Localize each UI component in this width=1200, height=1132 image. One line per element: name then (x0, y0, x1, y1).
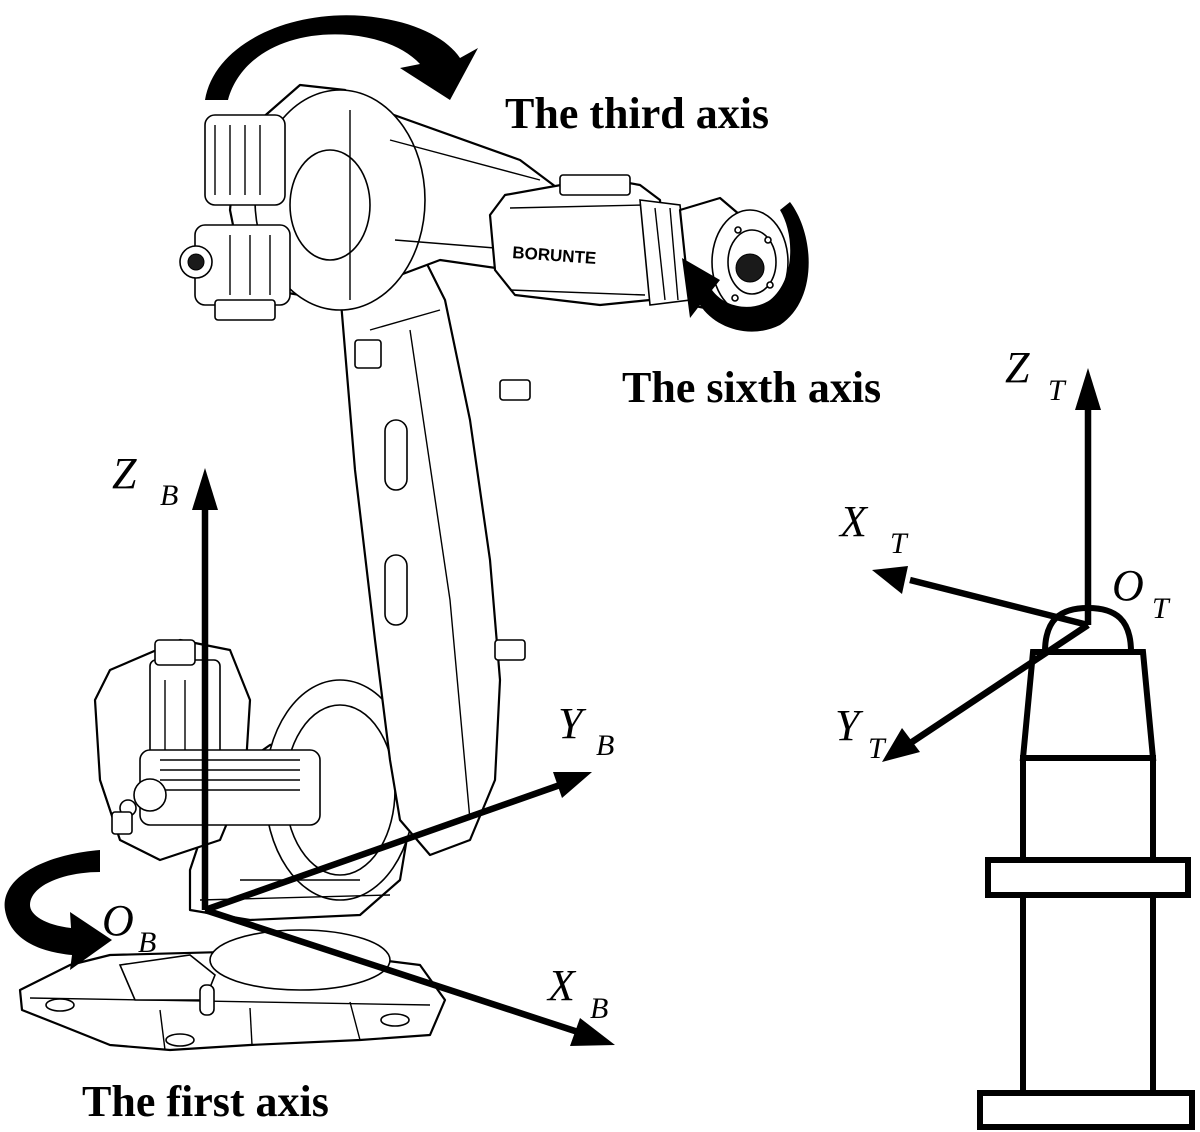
base-x-axis (203, 906, 580, 1036)
tool-x-axis (909, 576, 1089, 629)
base-z-arrowhead-icon (192, 468, 218, 510)
svg-text:B: B (138, 926, 156, 959)
base-y-label: Y B (558, 699, 614, 762)
third-axis-rotation-arrow-icon (205, 15, 478, 100)
sixth-axis-label: The sixth axis (622, 363, 881, 412)
svg-text:X: X (546, 961, 577, 1010)
svg-text:T: T (1152, 592, 1171, 625)
industrial-robot-illustration: BORUNTE (18, 83, 789, 1052)
tool-x-arrowhead-icon (872, 566, 908, 594)
tool-coordinate-frame (872, 368, 1101, 762)
svg-text:T: T (868, 732, 887, 765)
base-x-arrowhead-icon (570, 1018, 615, 1046)
robot-flange (711, 209, 789, 315)
svg-text:B: B (590, 992, 608, 1025)
robot-base (18, 929, 447, 1052)
third-axis-label: The third axis (505, 89, 769, 138)
base-z-label: Z B (112, 449, 178, 512)
svg-text:T: T (1048, 374, 1067, 407)
base-coordinate-frame (192, 468, 615, 1046)
base-origin-label: O B (102, 896, 156, 959)
svg-text:Y: Y (835, 701, 864, 750)
base-y-axis (203, 781, 562, 914)
sixth-axis-rotation-arrow-icon (682, 202, 809, 332)
svg-text:O: O (1112, 561, 1144, 610)
first-axis-label: The first axis (82, 1077, 329, 1126)
base-x-label: X B (546, 961, 608, 1025)
tool-holder (977, 604, 1195, 1130)
svg-text:Z: Z (112, 449, 137, 498)
first-axis-rotation-arrow-icon (4, 850, 112, 970)
tool-y-label: Y T (835, 701, 887, 765)
robot-upper-arm (179, 83, 562, 321)
tool-y-axis (910, 622, 1090, 745)
svg-text:T: T (890, 527, 909, 560)
robot-lower-arm (338, 248, 531, 857)
svg-text:Y: Y (558, 699, 587, 748)
tool-y-arrowhead-icon (882, 728, 920, 762)
svg-text:X: X (838, 497, 869, 546)
svg-text:B: B (596, 729, 614, 762)
tool-x-label: X T (838, 497, 909, 560)
tool-origin-label: O T (1112, 561, 1171, 625)
base-y-arrowhead-icon (553, 772, 592, 798)
tool-z-label: Z T (1005, 343, 1067, 407)
svg-text:B: B (160, 479, 178, 512)
svg-text:O: O (102, 896, 134, 945)
svg-text:Z: Z (1005, 343, 1030, 392)
tool-z-arrowhead-icon (1075, 368, 1101, 410)
